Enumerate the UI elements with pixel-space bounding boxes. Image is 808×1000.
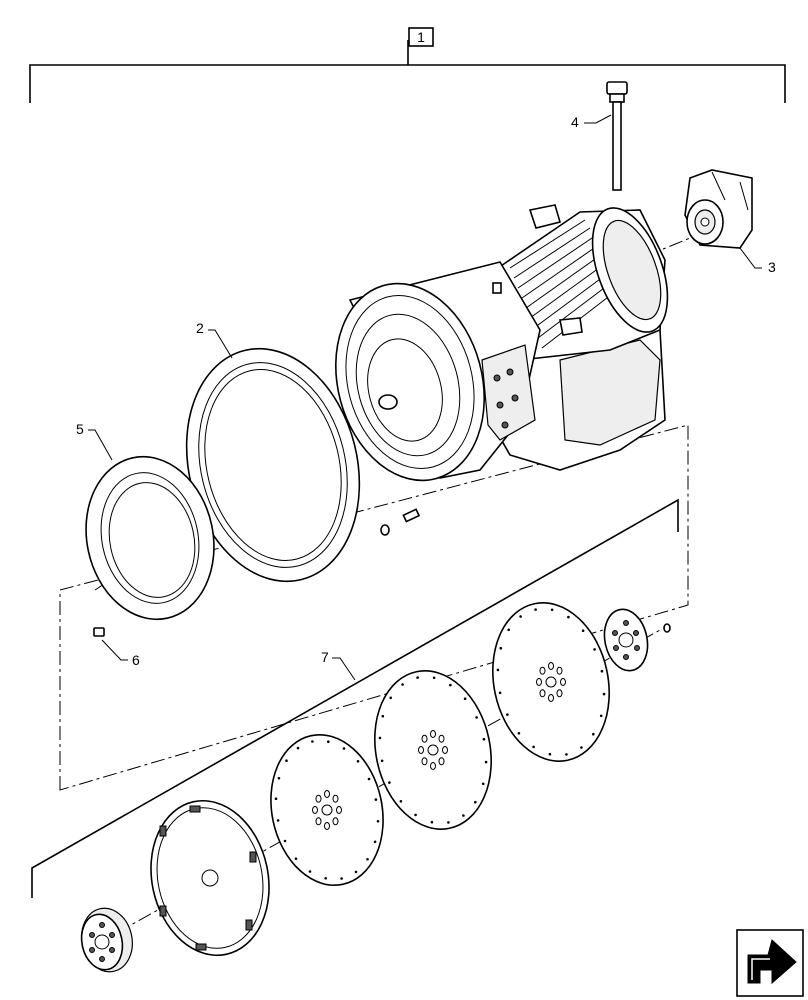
bolt-6 — [93, 627, 105, 637]
callout-2-label: 2 — [196, 320, 204, 336]
dipstick-tube — [606, 81, 628, 191]
flexplate-disk — [374, 670, 492, 830]
callout-4: 4 — [571, 114, 612, 130]
callout-4-label: 4 — [571, 114, 579, 130]
ring-bolts — [380, 508, 421, 536]
flexplate-stack — [270, 602, 610, 887]
flexplate-bracket — [31, 498, 679, 898]
callout-6-label: 6 — [132, 652, 140, 668]
assembly-label-group: 1 — [29, 27, 786, 103]
callout-7: 7 — [321, 649, 356, 681]
crank-hub — [80, 907, 133, 973]
callout-6: 6 — [101, 639, 140, 668]
transmission-assembly — [334, 204, 669, 482]
kit-enclosure-dashed — [59, 424, 689, 791]
callout-5: 5 — [76, 421, 113, 461]
callout-7-label: 7 — [321, 649, 329, 665]
assembly-label: 1 — [417, 29, 425, 45]
next-page-arrow-icon[interactable] — [736, 929, 804, 997]
flexplate-disk — [270, 733, 384, 887]
assembly-bracket — [29, 40, 786, 103]
callout-3: 3 — [739, 247, 776, 275]
output-yoke — [684, 169, 753, 249]
flexplate-ring-gear — [150, 799, 270, 957]
adapter-ring-large — [185, 347, 361, 583]
hub-adapter — [603, 608, 671, 672]
callout-5-label: 5 — [76, 421, 84, 437]
assembly-label-box — [408, 27, 434, 47]
callout-3-label: 3 — [768, 259, 776, 275]
callout-2: 2 — [196, 320, 233, 359]
adapter-ring-small — [85, 455, 215, 621]
flexplate-disk — [492, 602, 610, 762]
yoke-axis — [599, 237, 691, 276]
